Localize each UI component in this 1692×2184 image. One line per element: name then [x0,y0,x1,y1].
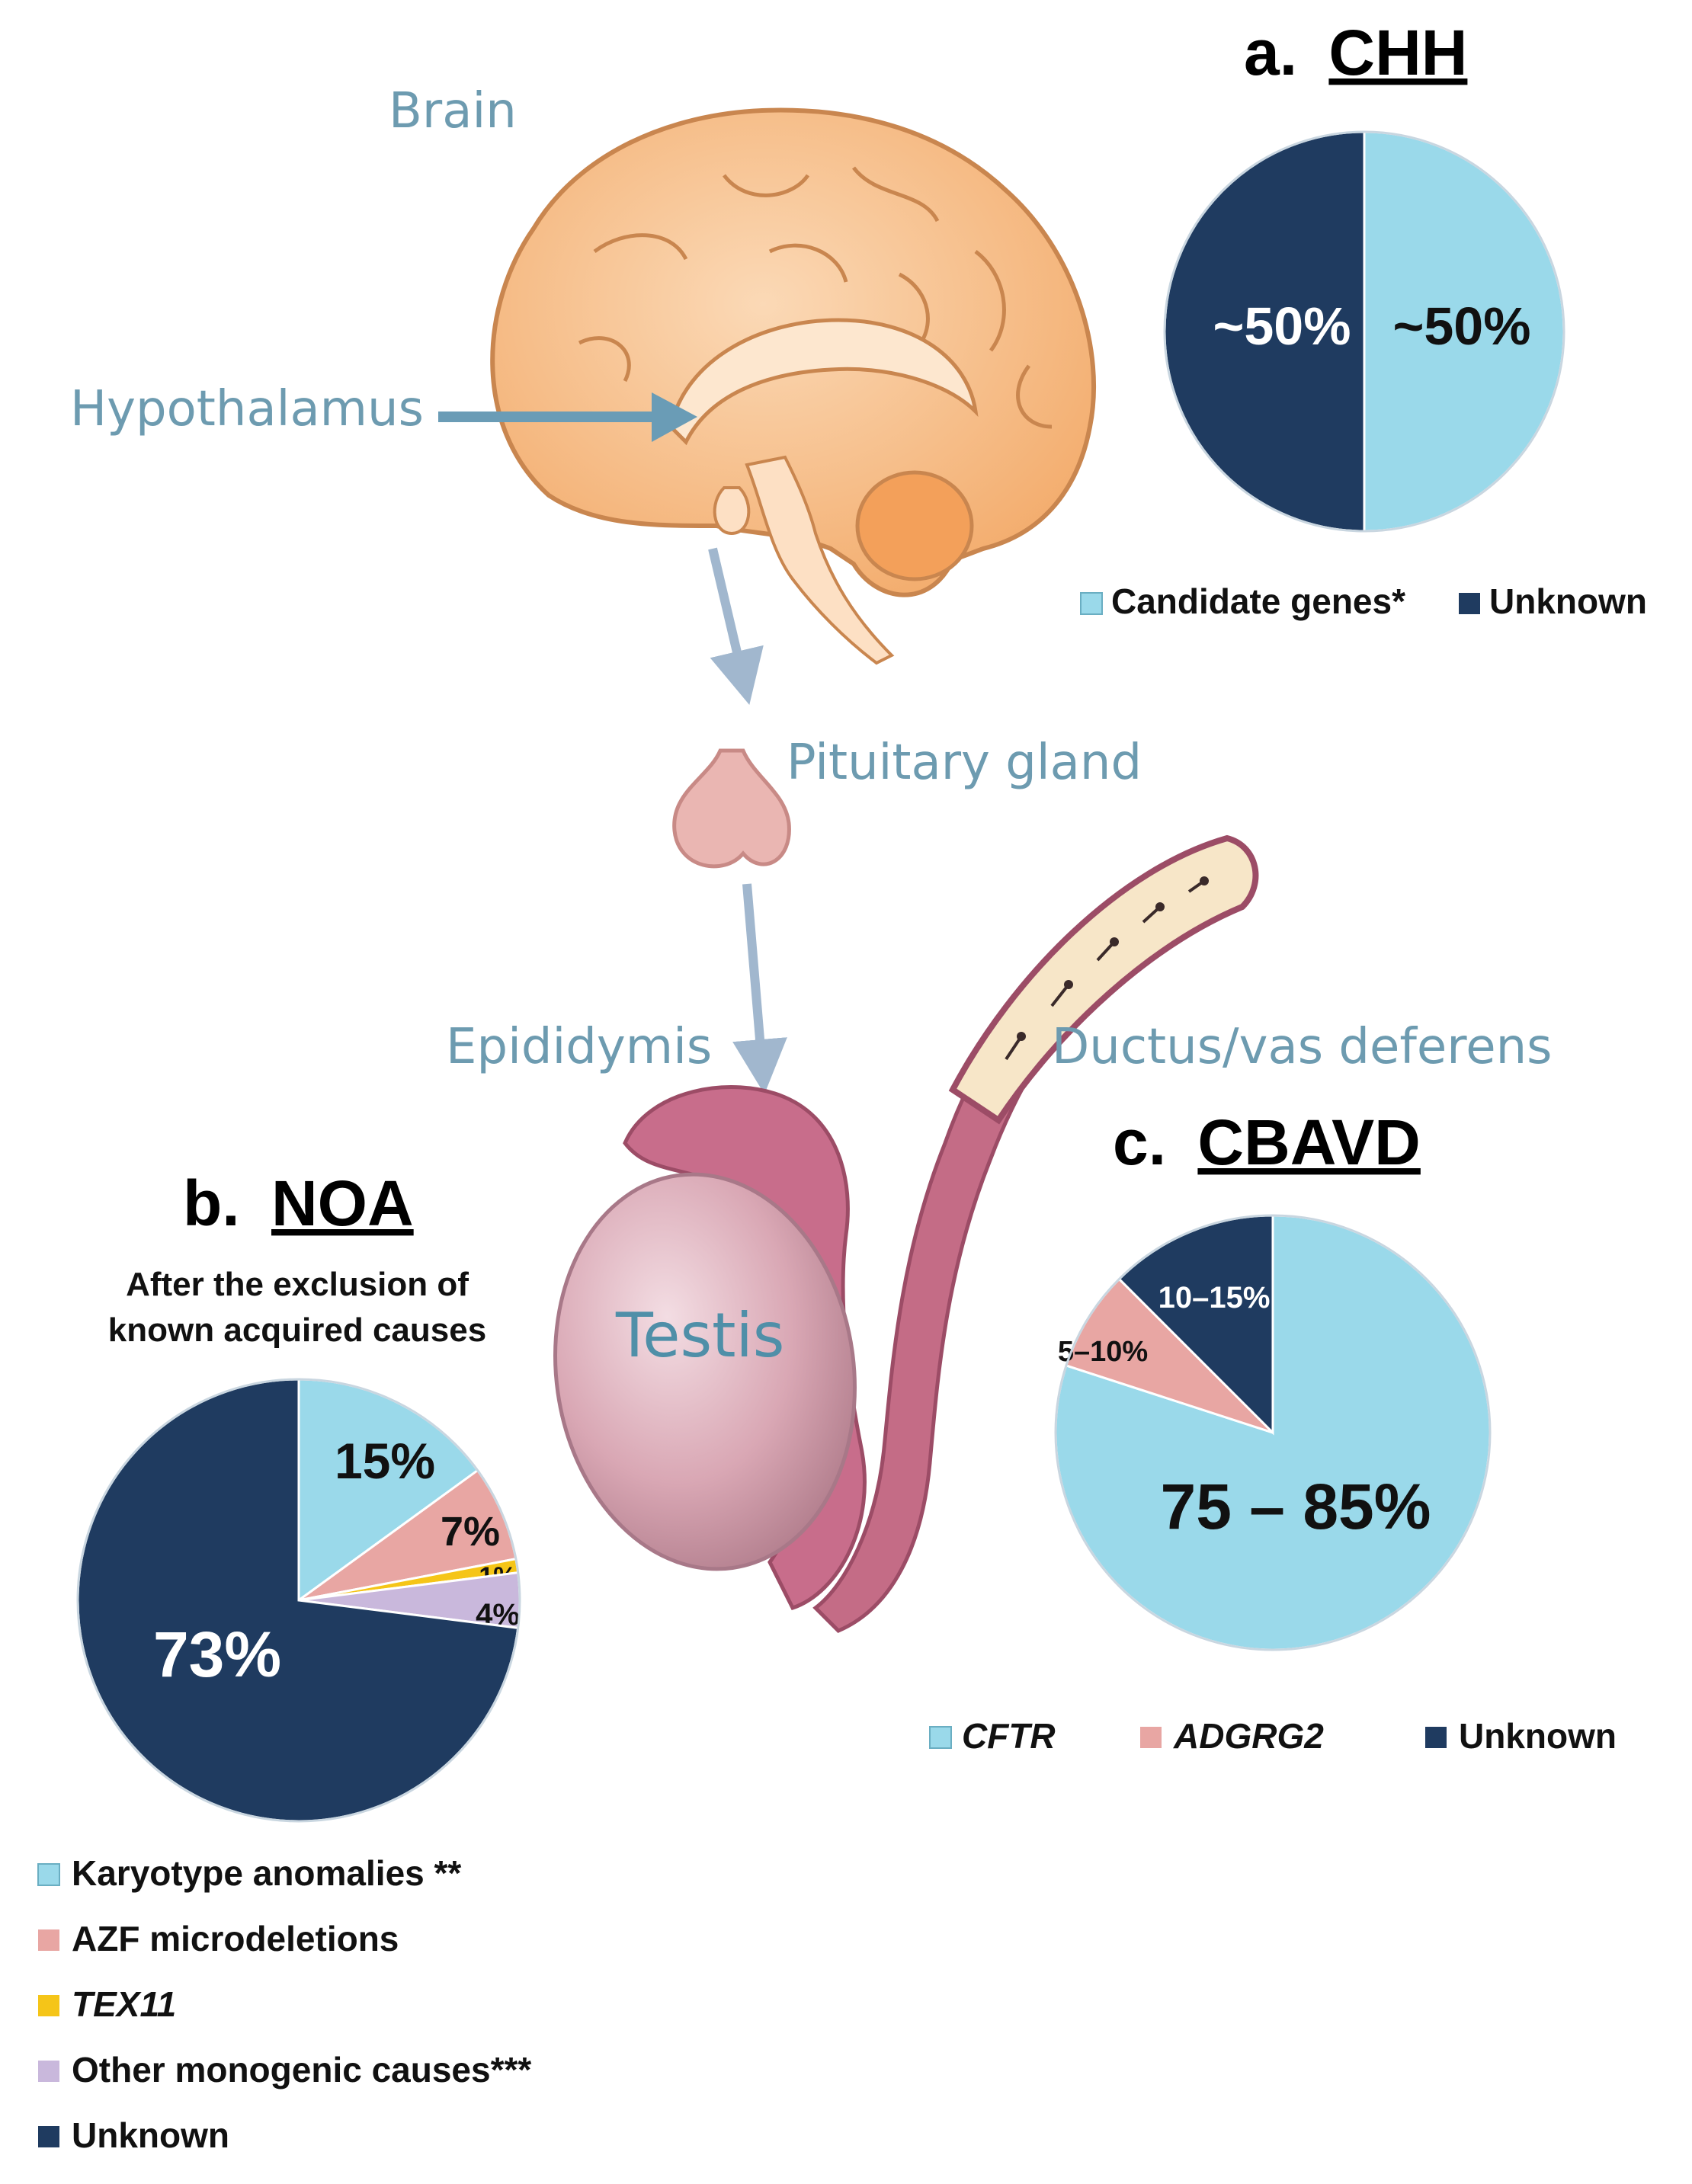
vas-deferens-illustration [812,834,1259,1633]
legend-cbavd: CFTR ADGRG2 Unknown [929,1716,1617,1756]
label-hypothalamus: Hypothalamus [70,381,424,437]
legend-chh: Candidate genes* Unknown [1080,581,1647,621]
legend-label-candidate-genes: Candidate genes* [1111,581,1405,621]
pie-cbavd: 75 – 85% 5–10% 10–15% [1054,1214,1492,1651]
legend-swatch-candidate-genes [1080,592,1103,615]
legend-label-unknown-cbavd: Unknown [1459,1716,1617,1756]
legend-swatch-karyotype [37,1863,60,1886]
legend-swatch-azf [38,1929,59,1951]
pie-chh: ~50% ~50% [1163,130,1565,533]
legend-label-karyotype: Karyotype anomalies ** [72,1853,461,1893]
pie-label-candidate-genes: ~50% [1393,296,1531,356]
panel-c-title: c. CBAVD [1113,1106,1421,1178]
panel-b-title: b. NOA [183,1167,414,1239]
anatomy-labels: Brain Hypothalamus Pituitary gland Epidi… [70,83,1552,1371]
legend-label-other-monogenic: Other monogenic causes*** [72,2050,531,2090]
panel-c-cbavd: c. CBAVD 75 – 85% 5–10% 10–15% CFTR ADGRG2… [929,1106,1617,1756]
panel-b-noa: b. NOA After the exclusion of known acqu… [37,1167,531,2155]
legend-swatch-tex11 [38,1995,59,2016]
label-brain: Brain [389,83,517,139]
legend-label-tex11: TEX11 [72,1984,176,2024]
pie-label-adgrg2: 5–10% [1058,1336,1148,1368]
pie-label-karyotype-anomalies: 15% [335,1433,435,1489]
label-testis: Testis [615,1300,784,1371]
legend-swatch-cftr [929,1726,952,1749]
label-pituitary-gland: Pituitary gland [787,735,1142,791]
pie-outline [1054,1214,1492,1651]
legend-label-adgrg2: ADGRG2 [1173,1716,1324,1756]
panel-b-subtitle-line-2: known acquired causes [108,1311,486,1349]
label-ductus-vas-deferens: Ductus/vas deferens [1052,1019,1552,1075]
panel-a-chh: a. CHH ~50% ~50% Candidate genes* Unknown [1080,17,1647,621]
legend-label-unknown-chh: Unknown [1489,581,1647,621]
legend-noa: Karyotype anomalies ** AZF microdeletion… [37,1853,531,2155]
pie-noa: 15%7%1%4%73% [76,1378,521,1823]
legend-swatch-unknown-chh [1459,593,1480,614]
pie-label-cftr: 75 – 85% [1161,1471,1431,1542]
testis-illustration [553,1085,867,1611]
pie-label-azf-microdeletions: 7% [441,1509,500,1555]
pituitary-illustration [672,748,791,869]
label-epididymis: Epididymis [446,1019,712,1075]
legend-swatch-adgrg2 [1140,1727,1162,1748]
panel-a-title: a. CHH [1244,17,1467,88]
legend-label-cftr: CFTR [962,1716,1056,1756]
pie-label-unknown: 73% [153,1619,281,1690]
legend-label-unknown-noa: Unknown [72,2115,229,2155]
pie-outline [1163,130,1565,533]
flow-arrows [708,547,787,1094]
legend-swatch-unknown-cbavd [1425,1727,1447,1748]
hypothalamus-arrow [438,392,697,442]
pie-label-unknown: 10–15% [1158,1281,1271,1315]
panel-b-subtitle-line-1: After the exclusion of [126,1266,469,1303]
legend-swatch-unknown-noa [38,2126,59,2147]
brain-illustration [490,107,1097,665]
legend-label-azf: AZF microdeletions [72,1919,399,1958]
legend-swatch-other-monogenic [38,2061,59,2082]
pie-outline [76,1378,521,1823]
pie-label-unknown: ~50% [1213,296,1351,356]
